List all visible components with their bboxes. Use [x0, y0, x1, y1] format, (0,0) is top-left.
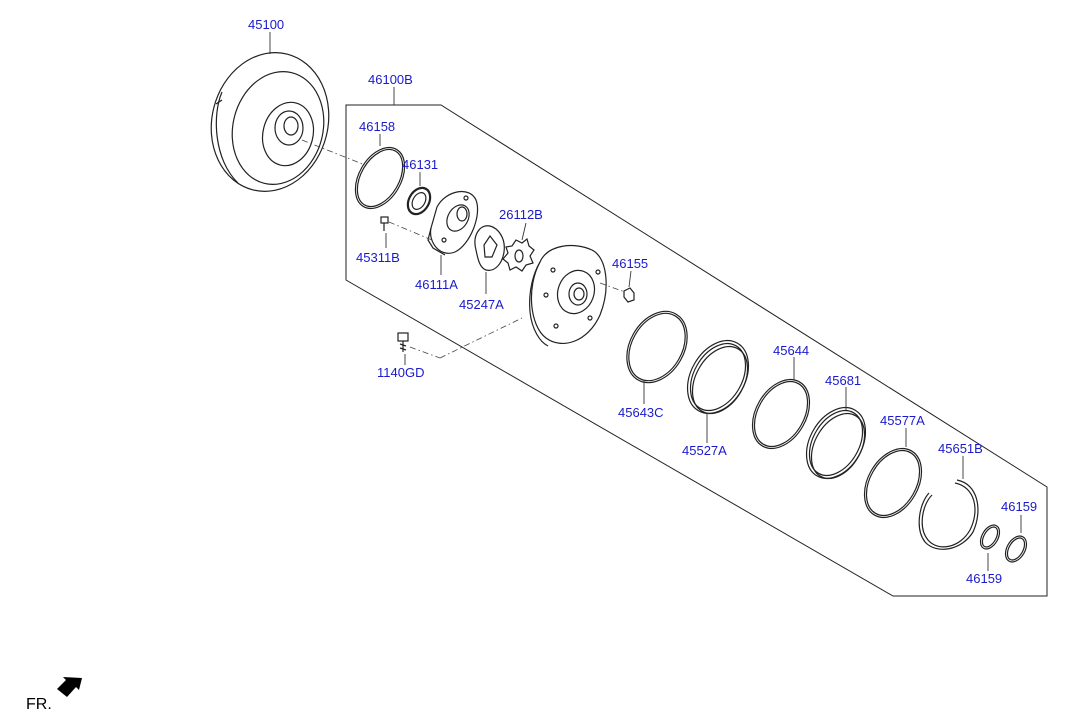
label-46111A: 46111A [415, 277, 458, 292]
bolt-1140GD[interactable] [397, 332, 409, 352]
label-46131: 46131 [402, 157, 438, 172]
label-45577A: 45577A [880, 413, 925, 428]
pump-cover-46111A[interactable] [427, 190, 479, 256]
label-45681: 45681 [825, 373, 861, 388]
front-direction-marker: FR. [26, 677, 82, 713]
label-46158: 46158 [359, 119, 395, 134]
fr-label: FR. [26, 696, 52, 713]
outer-gear-45247A[interactable] [474, 225, 505, 271]
label-45644: 45644 [773, 343, 809, 358]
ring-45643C[interactable] [615, 301, 700, 394]
oil-seal-46131[interactable] [403, 184, 434, 218]
label-45643C: 45643C [618, 405, 664, 420]
snap-ring-45651B[interactable] [921, 482, 976, 548]
ring-45527A[interactable] [675, 330, 761, 425]
label-26112B: 26112B [499, 207, 543, 222]
small-ring-46159-a[interactable] [977, 522, 1004, 553]
pump-housing[interactable] [529, 244, 607, 347]
label-45247A: 45247A [459, 297, 504, 312]
label-45311B: 45311B [356, 250, 400, 265]
label-1140GD: 1140GD [377, 365, 424, 380]
assembly-frame [345, 104, 1048, 597]
label-45527A: 45527A [682, 443, 727, 458]
label-46155: 46155 [612, 256, 648, 271]
inner-gear-26112B[interactable] [502, 237, 535, 272]
front-arrow-icon [57, 677, 82, 697]
label-46159-top: 46159 [1001, 499, 1037, 514]
ring-45577A[interactable] [853, 438, 933, 527]
ring-45644[interactable] [741, 369, 821, 458]
label-46159-bottom: 46159 [966, 571, 1002, 586]
bolt-46155[interactable] [623, 287, 635, 303]
label-45651B: 45651B [938, 441, 983, 456]
small-ring-46159-b[interactable] [1001, 532, 1031, 565]
o-ring-46158[interactable] [345, 139, 414, 217]
label-46100B: 46100B [368, 72, 413, 87]
label-45100: 45100 [248, 17, 284, 32]
bolt-45311B[interactable] [380, 216, 389, 231]
torque-converter-45100[interactable] [197, 40, 343, 204]
